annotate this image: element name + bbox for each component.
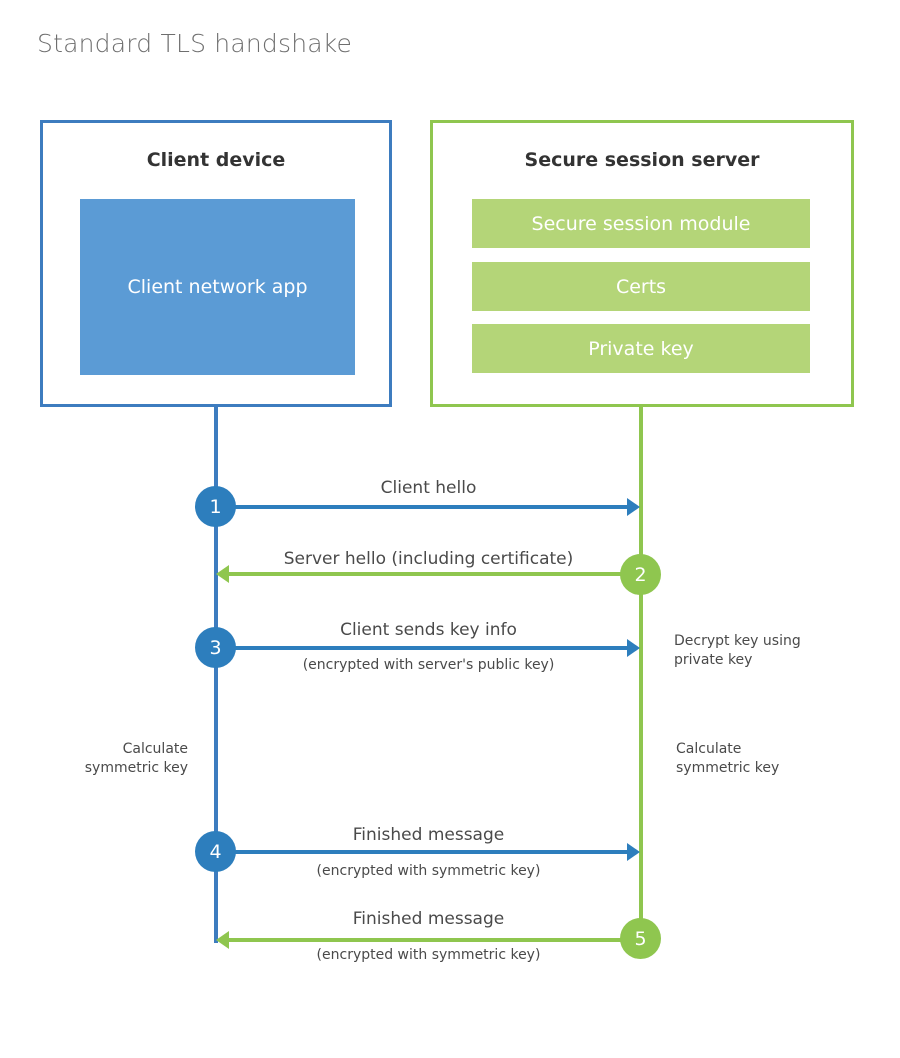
step-1-arrow bbox=[216, 498, 640, 516]
client-calculate-symmetric-key-note: Calculate symmetric key bbox=[84, 741, 188, 776]
decrypt-key-note: Decrypt key using private key bbox=[674, 633, 801, 668]
step-4-number: 4 bbox=[209, 840, 222, 863]
step-2-marker[interactable]: 2 bbox=[620, 554, 661, 595]
step-2-label: Server hello (including certificate) bbox=[283, 549, 574, 569]
step-5-arrow bbox=[216, 931, 641, 949]
step-5-number: 5 bbox=[634, 927, 647, 950]
step-5-label: Finished message bbox=[352, 909, 505, 929]
step-1-number: 1 bbox=[209, 495, 222, 518]
secure-session-server-box: Secure session server Secure session mod… bbox=[430, 120, 854, 407]
arrow-head-right-icon bbox=[627, 843, 640, 861]
arrow-head-right-icon bbox=[627, 498, 640, 516]
client-network-app-block: Client network app bbox=[80, 199, 355, 375]
step-3-marker[interactable]: 3 bbox=[195, 627, 236, 668]
step-1-marker[interactable]: 1 bbox=[195, 486, 236, 527]
step-3-arrow bbox=[216, 639, 640, 657]
arrow-head-left-icon bbox=[216, 565, 229, 583]
step-3-label: Client sends key info bbox=[340, 620, 517, 640]
step-3-sublabel: (encrypted with server's public key) bbox=[302, 657, 555, 673]
step-2-number: 2 bbox=[634, 563, 647, 586]
arrow-head-right-icon bbox=[627, 639, 640, 657]
step-3-number: 3 bbox=[209, 636, 222, 659]
step-5-marker[interactable]: 5 bbox=[620, 918, 661, 959]
server-component-label: Secure session module bbox=[531, 212, 751, 235]
server-component-certs: Certs bbox=[472, 262, 810, 311]
arrow-head-left-icon bbox=[216, 931, 229, 949]
step-5-sublabel: (encrypted with symmetric key) bbox=[316, 947, 541, 963]
step-4-sublabel: (encrypted with symmetric key) bbox=[316, 863, 541, 879]
step-4-marker[interactable]: 4 bbox=[195, 831, 236, 872]
secure-session-server-title: Secure session server bbox=[524, 149, 760, 171]
client-device-box: Client device Client network app bbox=[40, 120, 392, 407]
server-component-private-key: Private key bbox=[472, 324, 810, 373]
client-network-app-label: Client network app bbox=[127, 275, 308, 298]
server-lifeline bbox=[639, 406, 643, 940]
client-lifeline bbox=[214, 406, 218, 943]
server-calculate-symmetric-key-note: Calculate symmetric key bbox=[676, 741, 780, 776]
step-2-arrow bbox=[216, 565, 641, 583]
server-component-secure-session-module: Secure session module bbox=[472, 199, 810, 248]
page-title: Standard TLS handshake bbox=[37, 29, 353, 58]
step-4-arrow bbox=[216, 843, 640, 861]
client-device-title: Client device bbox=[146, 149, 286, 171]
server-component-label: Certs bbox=[615, 275, 667, 298]
step-1-label: Client hello bbox=[380, 478, 477, 498]
server-component-label: Private key bbox=[588, 337, 694, 360]
step-4-label: Finished message bbox=[352, 825, 505, 845]
